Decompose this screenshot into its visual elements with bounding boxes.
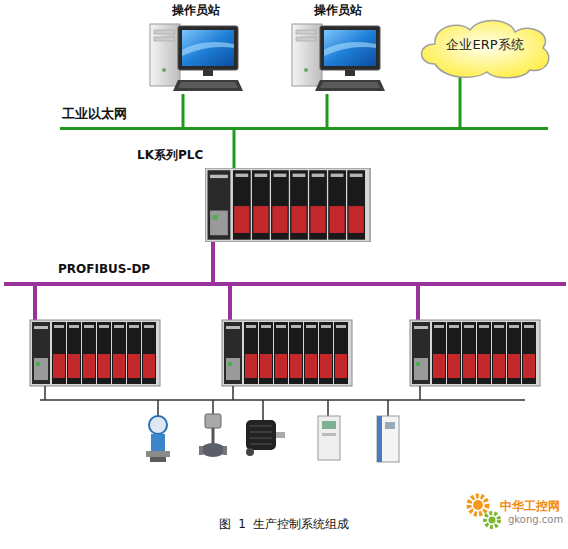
profibus-bus: PROFIBUS-DP	[4, 282, 566, 286]
operator-station: 操作员站	[290, 2, 386, 94]
watermark: 中华工控网	[500, 498, 560, 515]
node-label: 操作员站	[148, 2, 244, 19]
bus-link	[182, 94, 185, 127]
bus-link	[326, 94, 329, 127]
bus-link	[459, 77, 462, 127]
operator-station: 操作员站	[148, 2, 244, 94]
watermark: gkong.com	[508, 514, 563, 525]
erp-cloud: 企业ERP系统	[415, 14, 555, 80]
node-label: 企业ERP系统	[446, 36, 523, 54]
bus-link	[211, 242, 215, 282]
plc-rack	[205, 168, 371, 242]
bus-label: PROFIBUS-DP	[58, 262, 150, 276]
node-label: 操作员站	[290, 2, 386, 19]
computer-icon	[148, 20, 244, 94]
bus-label: 工业以太网	[62, 105, 127, 123]
ethernet-bus: 工业以太网	[60, 127, 548, 130]
device-label: LK系列PLC	[137, 147, 203, 164]
computer-icon	[290, 20, 386, 94]
bus-link	[233, 130, 236, 168]
figure-caption: 图 1 生产控制系统组成	[0, 516, 568, 533]
plc-rack: LK系列PLC	[205, 168, 371, 242]
